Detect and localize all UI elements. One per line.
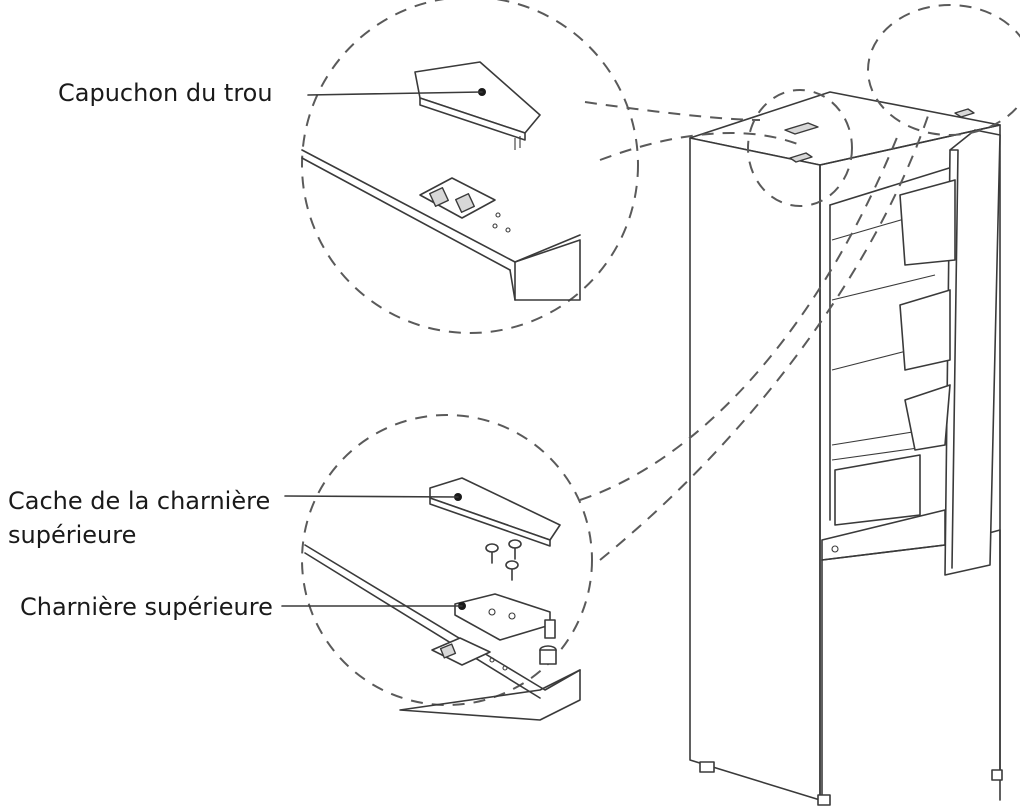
zoom-circle-hinge: [301, 414, 593, 706]
zoom-circles: [301, 0, 1020, 706]
refrigerator-door-open: [899, 129, 1001, 576]
leader-hinge-cover: [284, 495, 459, 498]
small-zoom-circle-left: [747, 89, 853, 207]
label-hinge-cover-line1: Cache de la charnière: [8, 487, 271, 515]
small-zoom-circle-right: [867, 4, 1020, 136]
zoom-circle-hole-cap: [301, 0, 639, 334]
refrigerator-body: [689, 91, 1003, 806]
label-hinge-cover: Cache de la charnière supérieure: [8, 484, 270, 552]
label-hinge-cover-line2: supérieure: [8, 521, 137, 549]
hinge-screws: [485, 539, 522, 581]
leader-hole-cap: [307, 91, 483, 96]
detail-top-hinge: [304, 477, 581, 721]
detail-hole-cap: [301, 61, 581, 301]
label-top-hinge: Charnière supérieure: [20, 593, 273, 621]
leader-lines: [281, 91, 483, 607]
label-hole-cap: Capuchon du trou: [58, 79, 273, 107]
